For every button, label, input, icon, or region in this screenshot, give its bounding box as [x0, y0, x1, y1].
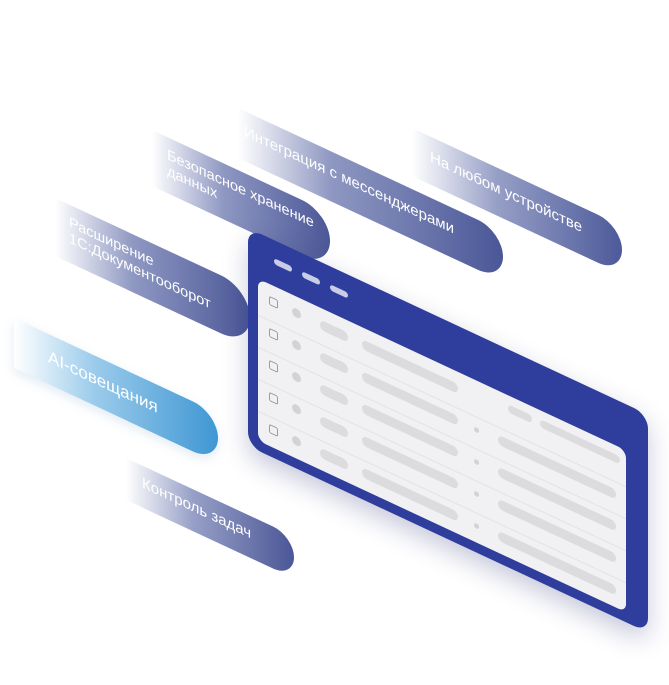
- placeholder-dot: [474, 426, 479, 434]
- avatar-dot: [292, 338, 301, 352]
- feature-pill-ai-meetings: AI-совещания: [14, 318, 218, 464]
- placeholder-bar: [320, 351, 348, 375]
- window-control-dot: [274, 258, 292, 273]
- placeholder-bar: [320, 383, 348, 407]
- avatar-dot: [292, 434, 301, 448]
- feature-label: Расширение 1С:Документооборот: [69, 214, 211, 313]
- placeholder-bar: [320, 447, 348, 471]
- avatar-dot: [292, 306, 301, 320]
- app-window-illustration: [248, 228, 648, 633]
- placeholder-dot: [474, 490, 479, 498]
- checkbox-icon: [269, 359, 278, 373]
- window-control-dot: [302, 271, 320, 286]
- avatar-dot: [292, 370, 301, 384]
- placeholder-dot: [474, 522, 479, 530]
- checkbox-icon: [269, 327, 278, 341]
- avatar-dot: [292, 402, 301, 416]
- table-placeholder: [258, 278, 626, 613]
- feature-pill-task-control: Контроль задач: [126, 458, 294, 579]
- checkbox-icon: [269, 423, 278, 437]
- feature-label: Контроль задач: [142, 474, 252, 543]
- checkbox-icon: [269, 391, 278, 405]
- checkbox-icon: [269, 295, 278, 309]
- placeholder-dot: [474, 458, 479, 466]
- placeholder-bar: [320, 319, 348, 343]
- window-control-dot: [330, 284, 348, 299]
- feature-pill-docflow: Расширение 1С:Документооборот: [55, 198, 250, 347]
- feature-label: AI-совещания: [48, 346, 158, 418]
- placeholder-bar: [320, 415, 348, 439]
